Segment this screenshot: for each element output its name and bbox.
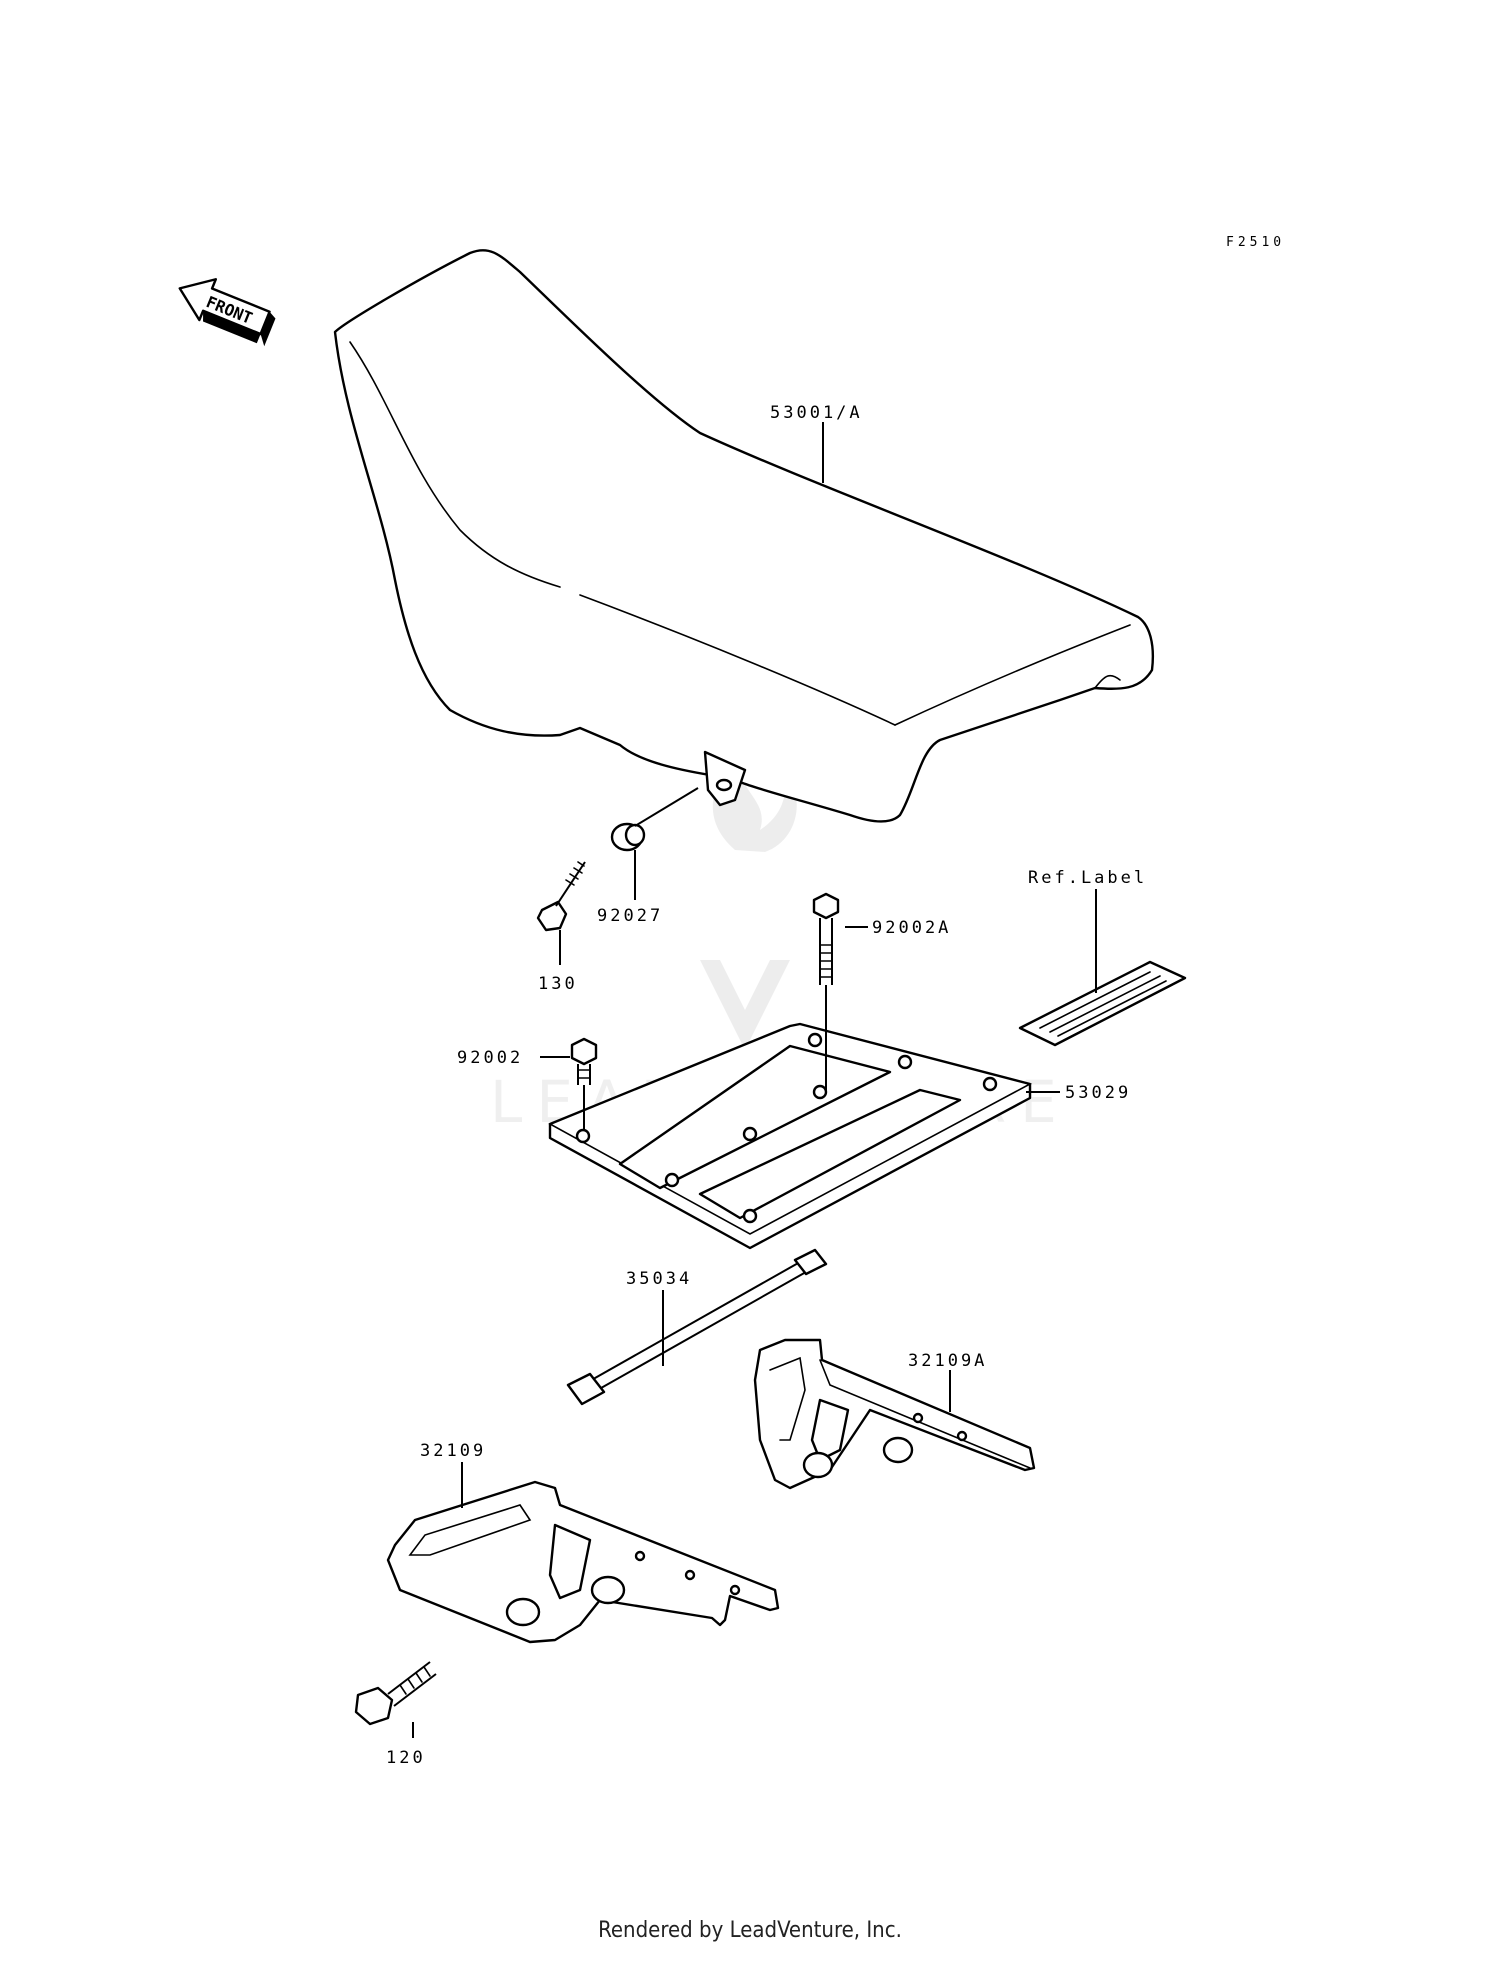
seat-plate-drawing [548,1022,1033,1250]
part-label: 92027 [597,906,663,926]
footer-credit: Rendered by LeadVenture, Inc. [598,1918,902,1943]
leadventure-logo-watermark [700,760,797,1050]
part-label: 120 [386,1748,426,1768]
part-label: 32109 [420,1441,486,1461]
bracket-32109a-drawing [753,1338,1036,1490]
leader-lines [412,422,1097,1738]
grommet-drawing [610,822,646,852]
part-label: 35034 [626,1269,692,1289]
part-label: 53001/A [770,403,863,423]
part-label: 130 [538,974,578,994]
part-label: Ref.Label [1028,868,1147,888]
bolt-130-drawing [536,861,586,932]
part-label: 53029 [1065,1083,1131,1103]
part-label: 92002 [457,1048,523,1068]
front-arrow-icon: FRONT [178,278,276,347]
bolt-92002a-drawing [812,892,840,985]
seat-drawing [333,249,1154,823]
strap-drawing [566,1248,828,1406]
bolt-120-drawing [354,1661,437,1726]
part-label: 92002A [872,918,951,938]
part-label: 32109A [908,1351,987,1371]
bolt-92002-drawing [570,1037,598,1085]
diagram-code: F2510 [1226,235,1285,250]
ref-label-drawing [1018,960,1187,1047]
bracket-32109-drawing [386,1480,780,1644]
